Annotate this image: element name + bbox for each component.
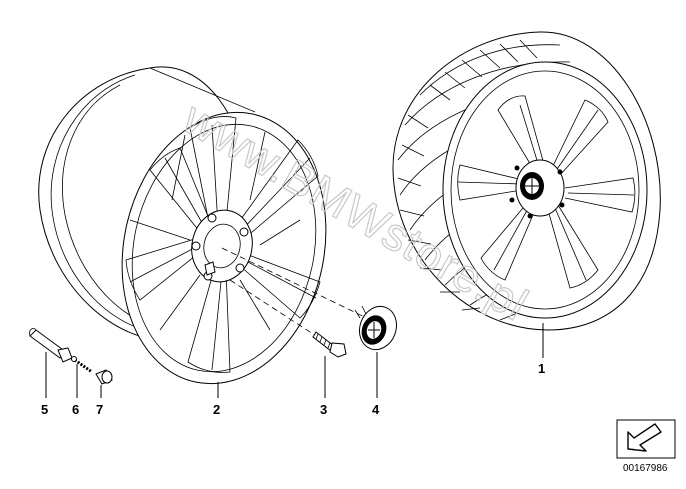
hub-cap-drawing bbox=[354, 305, 398, 351]
wheel-rim-drawing bbox=[38, 66, 327, 385]
callout-leader-lines bbox=[45, 323, 544, 398]
valve-core-drawing bbox=[71, 356, 93, 374]
callout-2: 2 bbox=[213, 402, 220, 417]
wheel-bolt-drawing bbox=[312, 331, 347, 358]
document-number: 00167986 bbox=[623, 463, 668, 474]
arrow-down-left-icon[interactable] bbox=[616, 419, 676, 459]
callout-1: 1 bbox=[538, 361, 545, 376]
complete-wheel-drawing bbox=[392, 31, 661, 331]
callout-3: 3 bbox=[320, 402, 327, 417]
valve-cap-drawing bbox=[95, 369, 113, 385]
assembly-guide-lines bbox=[221, 247, 376, 346]
callout-4: 4 bbox=[372, 402, 380, 417]
callout-5: 5 bbox=[41, 402, 48, 417]
tire-valve-drawing bbox=[29, 328, 73, 363]
callout-6: 6 bbox=[72, 402, 79, 417]
callout-7: 7 bbox=[96, 402, 103, 417]
